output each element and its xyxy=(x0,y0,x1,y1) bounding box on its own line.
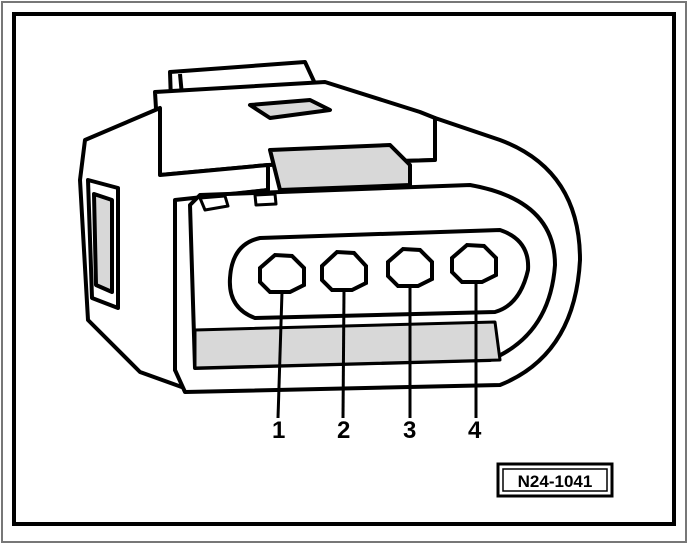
pin-label-4: 4 xyxy=(468,417,482,444)
reference-code: N24-1041 xyxy=(518,472,593,491)
pin-1 xyxy=(258,252,306,419)
pin-3 xyxy=(386,246,434,418)
pin-label-1: 1 xyxy=(272,417,285,444)
pin-4 xyxy=(450,242,498,418)
pin-2 xyxy=(320,249,368,419)
pin-label-3: 3 xyxy=(403,417,416,444)
reference-code-box: N24-1041 xyxy=(496,462,614,498)
pin-label-2: 2 xyxy=(337,417,350,444)
pins-group xyxy=(258,242,498,419)
